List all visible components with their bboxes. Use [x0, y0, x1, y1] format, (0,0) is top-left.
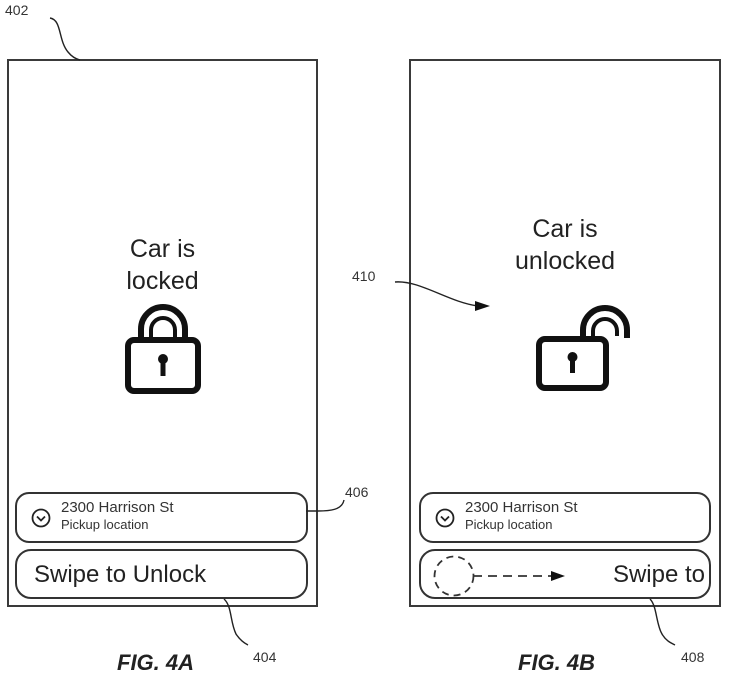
status-line-2: locked: [126, 267, 199, 295]
figure-caption-4a: FIG. 4A: [117, 650, 195, 675]
status-line-1: Car is: [532, 215, 598, 243]
ref-label-406: 406: [345, 484, 369, 500]
swipe-to-unlock-slider[interactable]: Swipe to Unlock: [15, 549, 308, 599]
locked-padlock-icon: [125, 304, 201, 394]
swipe-to-unlock-label: Swipe to: [612, 561, 705, 588]
pickup-address: 2300 Harrison St: [465, 499, 578, 516]
ref-label-404: 404: [253, 649, 277, 665]
swipe-to-unlock-label: Swipe to Unlock: [34, 561, 207, 588]
pickup-location-card[interactable]: 2300 Harrison St Pickup location: [15, 492, 308, 543]
unlocked-padlock-icon: [536, 305, 630, 391]
swipe-to-unlock-slider[interactable]: Swipe to: [419, 549, 711, 599]
car-status-text: Car is locked: [9, 233, 316, 297]
status-line-1: Car is: [129, 235, 196, 263]
phone-screen-locked: Car is locked 2300 Harrison St Pickup lo…: [7, 59, 318, 607]
status-line-2: unlocked: [514, 247, 616, 275]
car-status-text: Car is unlocked: [411, 213, 719, 277]
ref-label-402: 402: [5, 2, 29, 18]
chevron-down-circle-icon[interactable]: [435, 508, 455, 528]
phone-screen-unlocked: Car is unlocked 2300 Harrison St Pickup …: [409, 59, 721, 607]
pickup-location-label: Pickup location: [465, 517, 553, 532]
pickup-location-label: Pickup location: [61, 517, 149, 532]
ref-label-410: 410: [352, 268, 376, 284]
ref-label-408: 408: [681, 649, 705, 665]
leader-line-402: [49, 17, 81, 61]
pickup-address: 2300 Harrison St: [61, 499, 174, 516]
chevron-down-circle-icon[interactable]: [31, 508, 51, 528]
pickup-location-card[interactable]: 2300 Harrison St Pickup location: [419, 492, 711, 543]
swipe-handle-dashed-circle-icon[interactable]: [432, 554, 478, 598]
figure-caption-4b: FIG. 4B: [518, 650, 596, 675]
dashed-arrow-right-icon: [473, 571, 565, 581]
